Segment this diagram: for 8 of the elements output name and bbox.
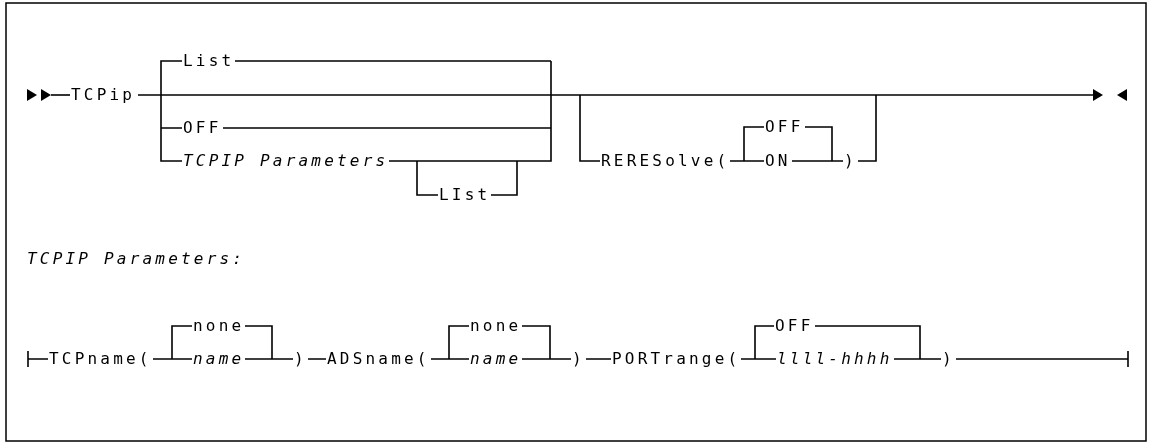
parameter-keyword: TCPname( <box>48 349 153 369</box>
parameter-keyword: PORTrange( <box>611 349 742 369</box>
closing-parenthesis: ) <box>941 349 956 369</box>
parameter-keyword: ADSname( <box>326 349 431 369</box>
closing-parenthesis: ) <box>571 349 586 369</box>
parameter-keyword: RERESolve( <box>600 151 731 171</box>
closing-parenthesis: ) <box>843 151 858 171</box>
closing-parenthesis: ) <box>293 349 308 369</box>
